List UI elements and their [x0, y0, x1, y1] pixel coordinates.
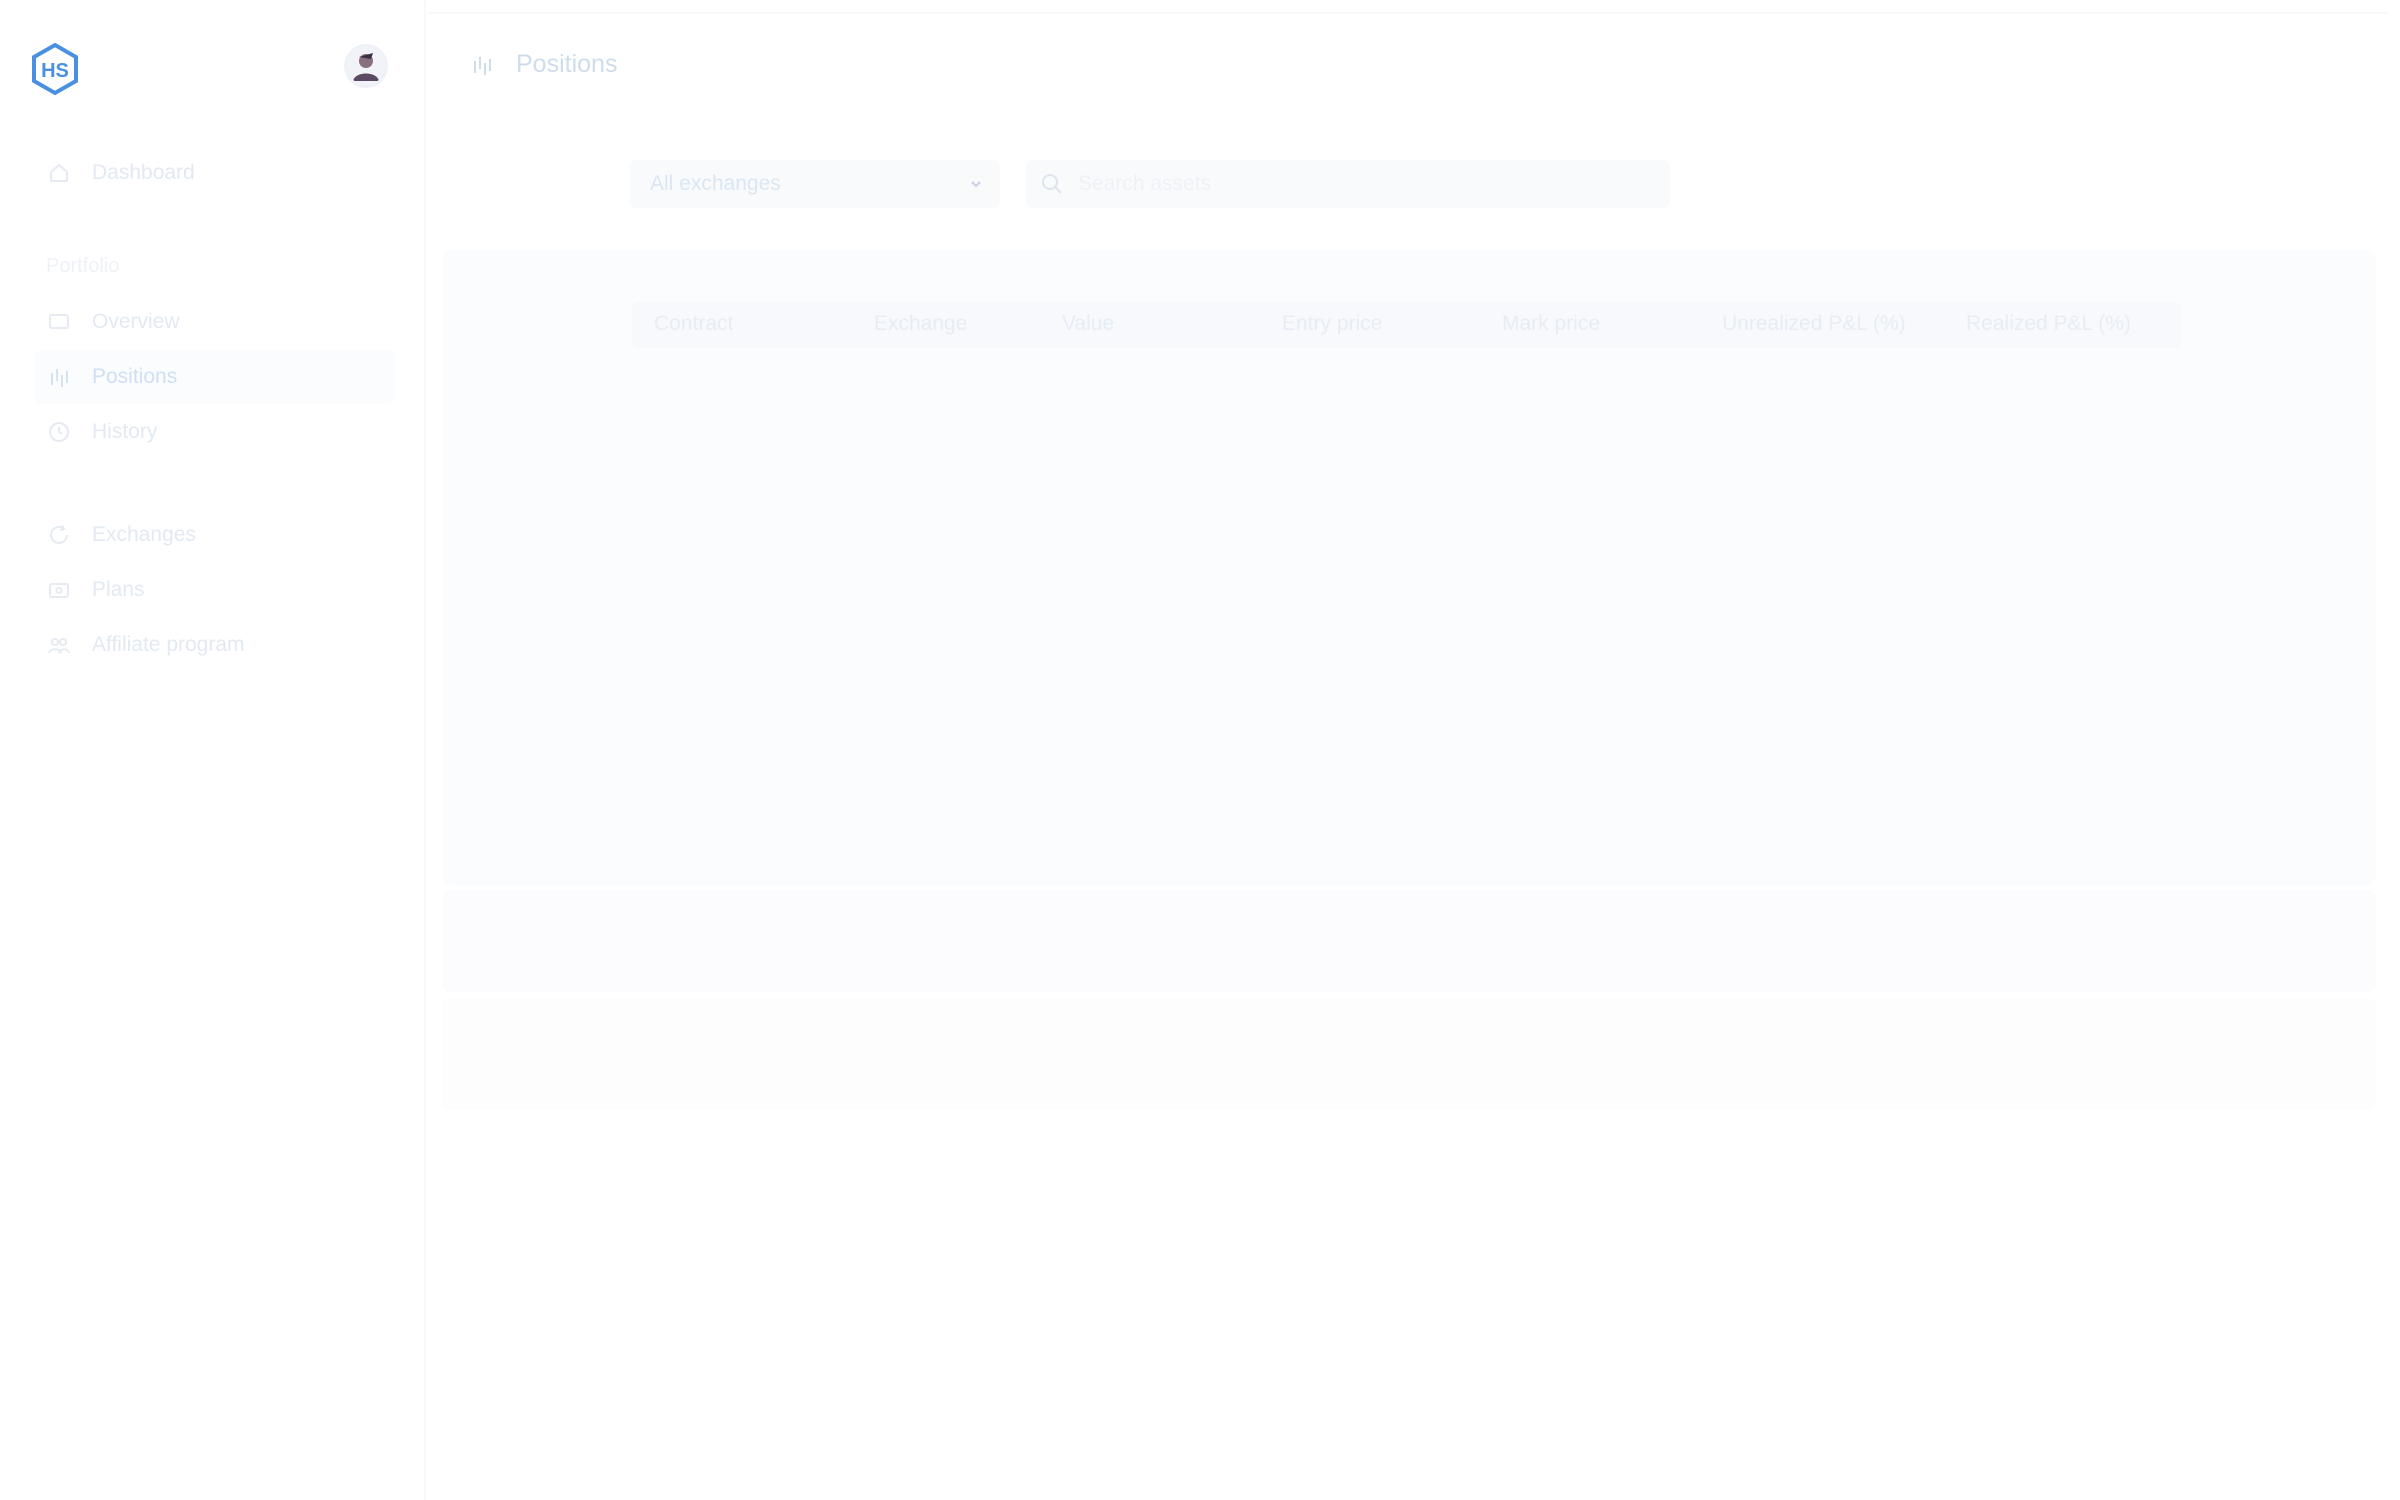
- refresh-icon: [46, 522, 72, 548]
- user-avatar-icon: [353, 53, 379, 81]
- sidebar: HS Dashboard Portfolio Overview: [0, 0, 426, 1500]
- sidebar-item-plans[interactable]: Plans: [34, 563, 394, 617]
- page-header: Positions: [470, 50, 617, 79]
- column-header-realized-pnl[interactable]: Realized P&L (%): [1966, 312, 2131, 335]
- column-header-unrealized-pnl[interactable]: Unrealized P&L (%): [1722, 312, 1906, 335]
- table-header: [632, 302, 2182, 348]
- footer-placeholder: [442, 998, 2376, 1110]
- logo-text: HS: [41, 60, 69, 82]
- search-box[interactable]: [1026, 160, 1670, 208]
- sidebar-item-history[interactable]: History: [34, 405, 394, 459]
- sidebar-item-label: Dashboard: [92, 161, 195, 184]
- logo[interactable]: HS: [28, 42, 82, 96]
- positions-panel: [442, 250, 2376, 885]
- sidebar-item-dashboard[interactable]: Dashboard: [34, 146, 394, 200]
- clock-icon: [46, 419, 72, 445]
- sidebar-item-label: Positions: [92, 365, 178, 388]
- monitor-icon: [46, 309, 72, 335]
- card-icon: [46, 577, 72, 603]
- sidebar-item-label: Overview: [92, 310, 180, 333]
- column-header-entry-price[interactable]: Entry price: [1282, 312, 1383, 335]
- search-input[interactable]: [1076, 160, 1656, 208]
- column-header-exchange[interactable]: Exchange: [874, 312, 968, 335]
- exchange-filter-value: All exchanges: [650, 172, 781, 195]
- sidebar-item-overview[interactable]: Overview: [34, 295, 394, 349]
- sidebar-item-label: Exchanges: [92, 523, 196, 546]
- sidebar-item-affiliate-program[interactable]: Affiliate program: [34, 618, 394, 672]
- hexagon-logo-icon: HS: [32, 42, 78, 96]
- section-label-portfolio: Portfolio: [46, 255, 120, 277]
- sidebar-item-label: History: [92, 420, 158, 443]
- topbar: [428, 12, 2388, 122]
- sidebar-item-positions[interactable]: Positions: [34, 350, 394, 404]
- page-title: Positions: [516, 50, 618, 78]
- avatar[interactable]: [344, 44, 388, 88]
- sidebar-item-label: Affiliate program: [92, 633, 245, 656]
- sidebar-item-exchanges[interactable]: Exchanges: [34, 508, 394, 562]
- sidebar-item-label: Plans: [92, 578, 145, 601]
- chevron-down-icon: [971, 181, 981, 188]
- exchange-filter-select[interactable]: All exchanges: [630, 160, 1000, 208]
- summary-placeholder: [442, 890, 2376, 992]
- users-icon: [46, 632, 72, 658]
- home-icon: [46, 160, 72, 186]
- bars-icon: [46, 364, 72, 390]
- search-icon: [1042, 174, 1062, 194]
- column-header-value[interactable]: Value: [1062, 312, 1115, 335]
- column-header-mark-price[interactable]: Mark price: [1502, 312, 1601, 335]
- bars-icon: [470, 53, 494, 77]
- column-header-contract[interactable]: Contract: [654, 312, 734, 335]
